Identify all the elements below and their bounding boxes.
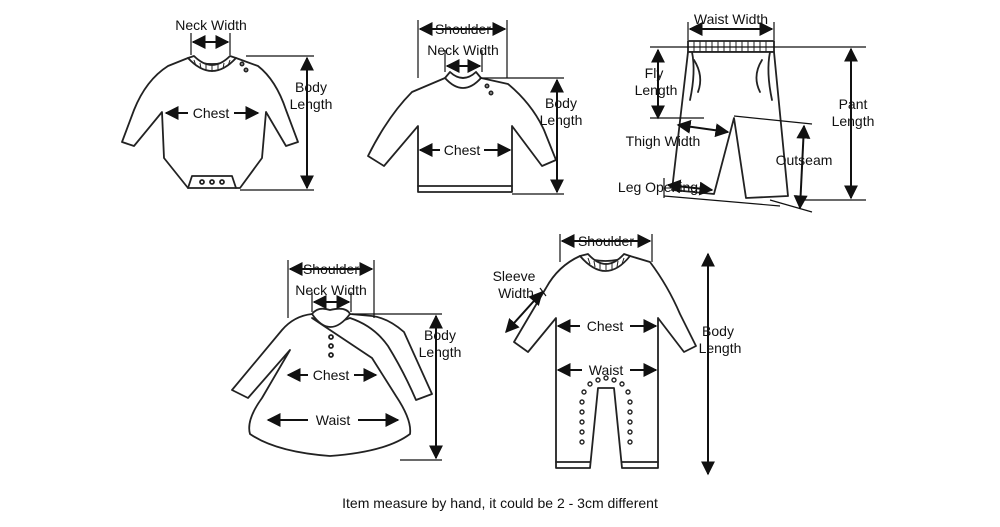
romper-length-label: Length [699, 340, 742, 356]
sweater-shoulder-label: Shoulder [435, 21, 491, 37]
sweater-body-label: Body [545, 95, 577, 111]
sweater-neck-width-label: Neck Width [427, 42, 499, 58]
bodysuit-body-label: Body [295, 79, 327, 95]
pants-outseam-label: Outseam [776, 152, 833, 168]
pants-leg-opening-label: Leg Opening [618, 179, 698, 195]
sweater-figure [367, 71, 557, 193]
measurement-note: Item measure by hand, it could be 2 - 3c… [342, 495, 658, 511]
romper-figure [513, 253, 697, 469]
pants-waist-width-label: Waist Width [694, 11, 768, 27]
dress-length-label: Length [419, 344, 462, 360]
pants-pant-label: Pant [839, 96, 868, 112]
pants-fly-label: Fly [645, 65, 664, 81]
romper-sleeve-label: Sleeve [493, 268, 536, 284]
sweater-length-label: Length [540, 112, 583, 128]
sweater-measurements [417, 20, 564, 195]
romper-snap-buttons [579, 375, 633, 445]
bodysuit-outline [121, 57, 299, 189]
dress-neck-width-label: Neck Width [295, 282, 367, 298]
dress-collar [311, 307, 351, 328]
romper-shoulder-label: Shoulder [578, 233, 634, 249]
dress-body-label: Body [424, 327, 456, 343]
bodysuit-chest-label: Chest [193, 105, 230, 121]
bodysuit-neck-width-label: Neck Width [175, 17, 247, 33]
romper-body-label: Body [702, 323, 734, 339]
bodysuit-measurements [164, 33, 314, 191]
romper-measurements [505, 234, 715, 476]
bodysuit-length-label: Length [290, 96, 333, 112]
romper-sleeve-width-label: Width [498, 285, 534, 301]
sweater-outline [367, 77, 557, 193]
bodysuit-neck-rib [187, 55, 237, 72]
bodysuit-figure [121, 55, 299, 189]
sweater-chest-label: Chest [444, 142, 481, 158]
dress-waist-label: Waist [316, 412, 351, 428]
romper-waist-label: Waist [589, 362, 624, 378]
dress-chest-label: Chest [313, 367, 350, 383]
pants-thigh-width-label: Thigh Width [626, 133, 701, 149]
dress-measurements [266, 260, 443, 461]
pants-legs [671, 51, 789, 199]
pants-pant-length-label: Length [832, 113, 875, 129]
romper-chest-label: Chest [587, 318, 624, 334]
pants-fly-length-label: Length [635, 82, 678, 98]
pants-measurements [650, 22, 866, 213]
dress-shoulder-label: Shoulder [303, 261, 359, 277]
